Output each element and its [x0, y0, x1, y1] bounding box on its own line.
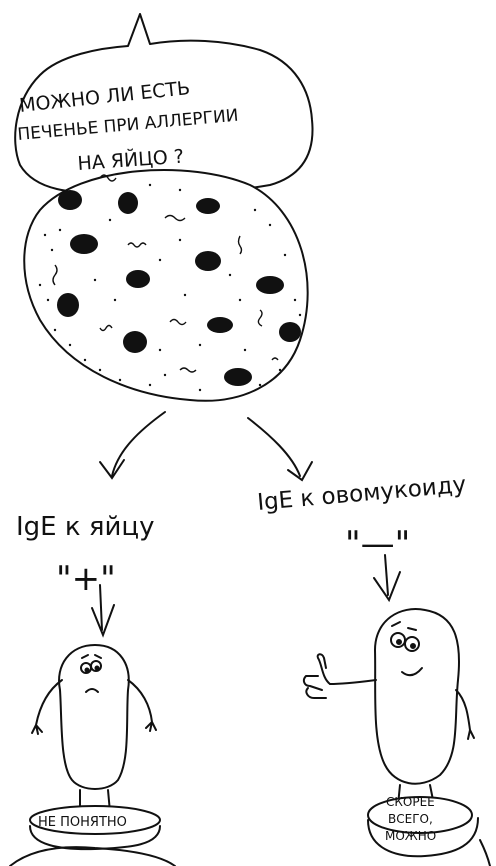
right-result-line-2: ВСЕГО,: [388, 812, 433, 826]
down-arrows: [92, 555, 400, 635]
thumbs-up-character-icon: [304, 609, 490, 866]
confused-character-icon: [10, 645, 175, 866]
branch-arrows: [100, 412, 312, 480]
left-branch-sign: "+": [56, 559, 116, 599]
right-branch-sign: "—": [345, 524, 410, 564]
left-branch-label: IgE к яйцу: [16, 512, 154, 542]
right-result-line-3: МОЖНО: [385, 829, 436, 843]
cookie-icon: [24, 170, 307, 401]
left-result: НЕ ПОНЯТНО: [38, 815, 127, 830]
question-line-1: МОЖНО ЛИ ЕСТЬ: [18, 77, 191, 117]
right-branch-label: IgE к овомукоиду: [256, 472, 467, 516]
right-result-line-1: СКОРЕЕ: [386, 795, 435, 809]
